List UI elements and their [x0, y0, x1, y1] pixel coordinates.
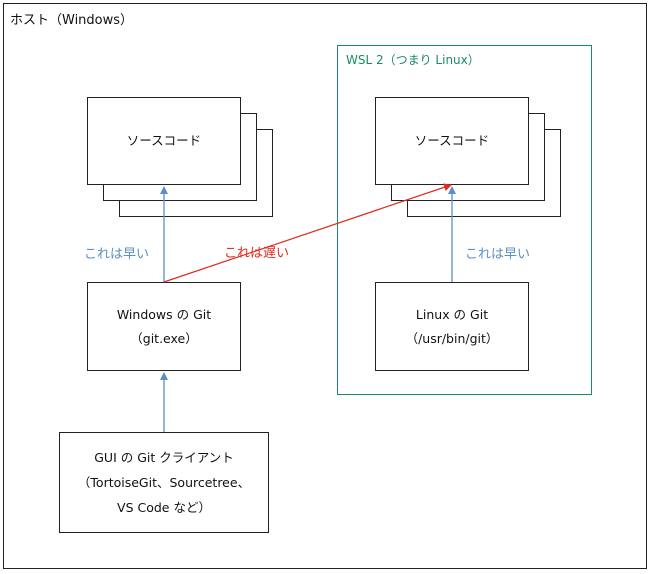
right-source-label: ソースコード	[414, 133, 490, 149]
fast-label-left: これは早い	[84, 247, 150, 262]
host-frame	[3, 3, 647, 569]
linux-git-title: Linux の Git	[415, 306, 489, 322]
gui-client-examples-end: VS Code など）	[117, 500, 211, 515]
fast-label-right: これは早い	[465, 247, 531, 262]
linux-git-path: （/usr/bin/git）	[405, 330, 499, 346]
windows-git-box: Windows の Git （git.exe）	[87, 282, 241, 371]
windows-git-exe: （git.exe）	[130, 330, 198, 346]
wsl-label: WSL 2（つまり Linux）	[346, 53, 480, 67]
windows-git-title: Windows の Git	[116, 306, 212, 322]
left-source-label: ソースコード	[126, 133, 202, 149]
gui-client-title: GUI の Git クライアント	[94, 450, 234, 465]
windows-git-to-right-source-arrow	[163, 183, 452, 283]
gui-client-examples: （TortoiseGit、Sourcetree、	[77, 475, 251, 490]
wsl-frame	[337, 45, 592, 395]
right-source-box: ソースコード	[375, 97, 529, 185]
linux-git-box: Linux の Git （/usr/bin/git）	[375, 282, 529, 371]
slow-label: これは遅い	[224, 246, 290, 261]
gui-client-box: GUI の Git クライアント （TortoiseGit、Sourcetree…	[59, 432, 269, 533]
host-label: ホスト（Windows）	[10, 13, 134, 28]
left-source-box: ソースコード	[87, 97, 241, 185]
